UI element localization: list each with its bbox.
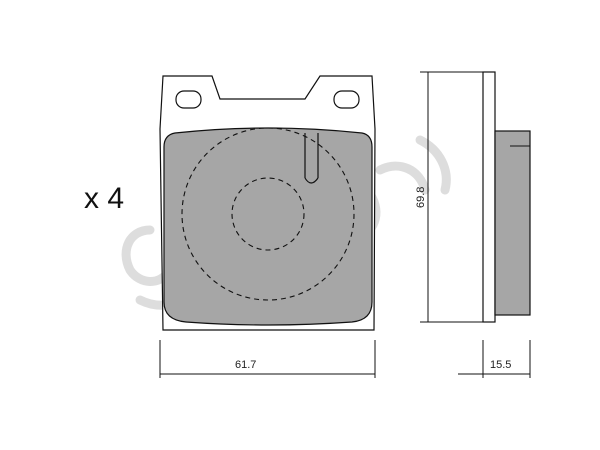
height-dimension: 69.8 <box>415 71 484 323</box>
piston-outline-large <box>181 127 355 301</box>
height-label: 69.8 <box>415 187 427 208</box>
mounting-hole-left <box>175 90 202 109</box>
friction-pad <box>163 127 373 326</box>
side-view <box>482 71 531 323</box>
width-dimension: 61.7 <box>159 340 376 378</box>
thickness-dimension: 15.5 <box>458 340 531 378</box>
mounting-hole-right <box>333 90 360 109</box>
wear-indicator-slot <box>304 133 319 184</box>
piston-outline-small <box>231 177 305 251</box>
width-label: 61.7 <box>235 359 256 371</box>
thickness-label: 15.5 <box>490 359 511 371</box>
quantity-label: x 4 <box>84 182 125 215</box>
